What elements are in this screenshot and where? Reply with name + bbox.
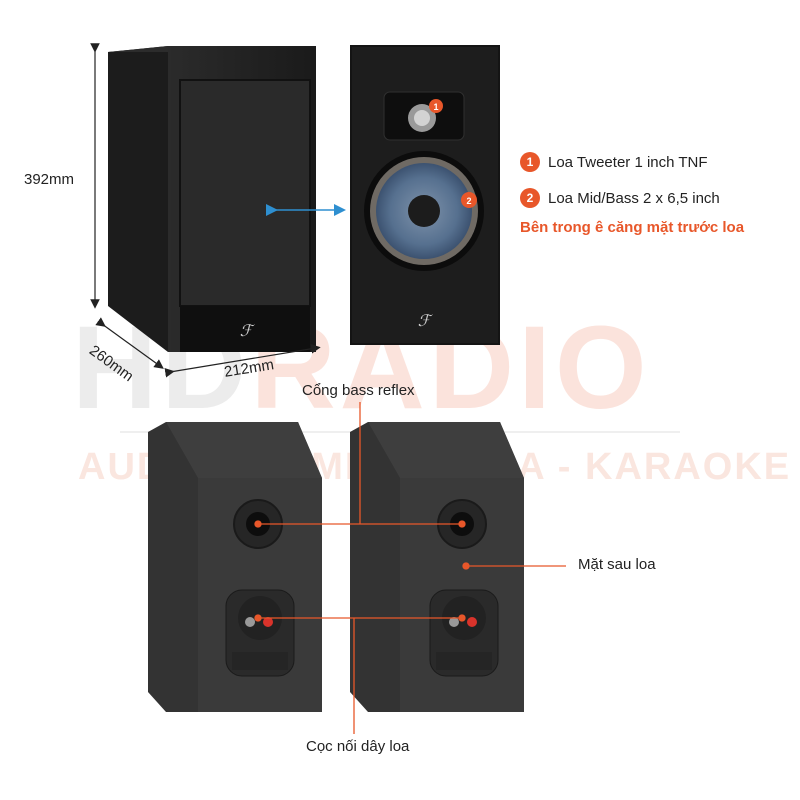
bass-reflex-label: Cổng bass reflex: [302, 382, 415, 399]
speaker-rear-left: [148, 422, 322, 712]
grille: [179, 79, 311, 307]
speaker-with-grille: ℱ: [108, 46, 316, 352]
number-badge: 2: [520, 188, 540, 208]
terminal-icon: [449, 617, 459, 627]
terminals-label: Cọc nối dây loa: [306, 738, 410, 755]
legend-item-tweeter: 1 Loa Tweeter 1 inch TNF: [520, 152, 708, 172]
legend-label: Loa Tweeter 1 inch TNF: [548, 153, 708, 171]
grille-note: Bên trong ê căng mặt trước loa: [520, 219, 745, 236]
speaker-front: 1 2 ℱ: [350, 45, 500, 345]
height-label: 392mm: [24, 171, 75, 188]
callout-lines: [254, 402, 566, 734]
legend-item-midbass: 2 Loa Mid/Bass 2 x 6,5 inch: [520, 188, 720, 208]
depth-dimension-line: [95, 317, 164, 369]
width-dimension-line: [164, 344, 321, 378]
speaker-rear-right: [350, 422, 524, 712]
focal-logo-icon: ℱ: [240, 321, 256, 340]
number-badge: 1: [520, 152, 540, 172]
svg-text:1: 1: [433, 102, 438, 112]
terminal-icon: [245, 617, 255, 627]
legend-label: Loa Mid/Bass 2 x 6,5 inch: [548, 189, 720, 207]
rear-panel-label: Mặt sau loa: [578, 556, 656, 573]
terminal-icon: [263, 617, 273, 627]
terminal-icon: [467, 617, 477, 627]
focal-logo-icon: ℱ: [418, 311, 434, 330]
svg-text:2: 2: [466, 196, 471, 206]
